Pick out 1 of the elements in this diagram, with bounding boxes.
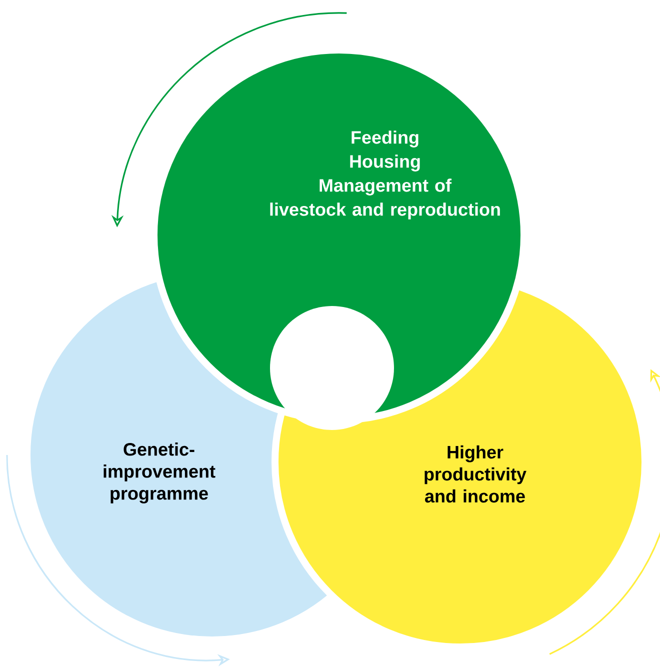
circle-segment: Feeding Housing Management of livestock and reproduction: [150, 46, 528, 430]
